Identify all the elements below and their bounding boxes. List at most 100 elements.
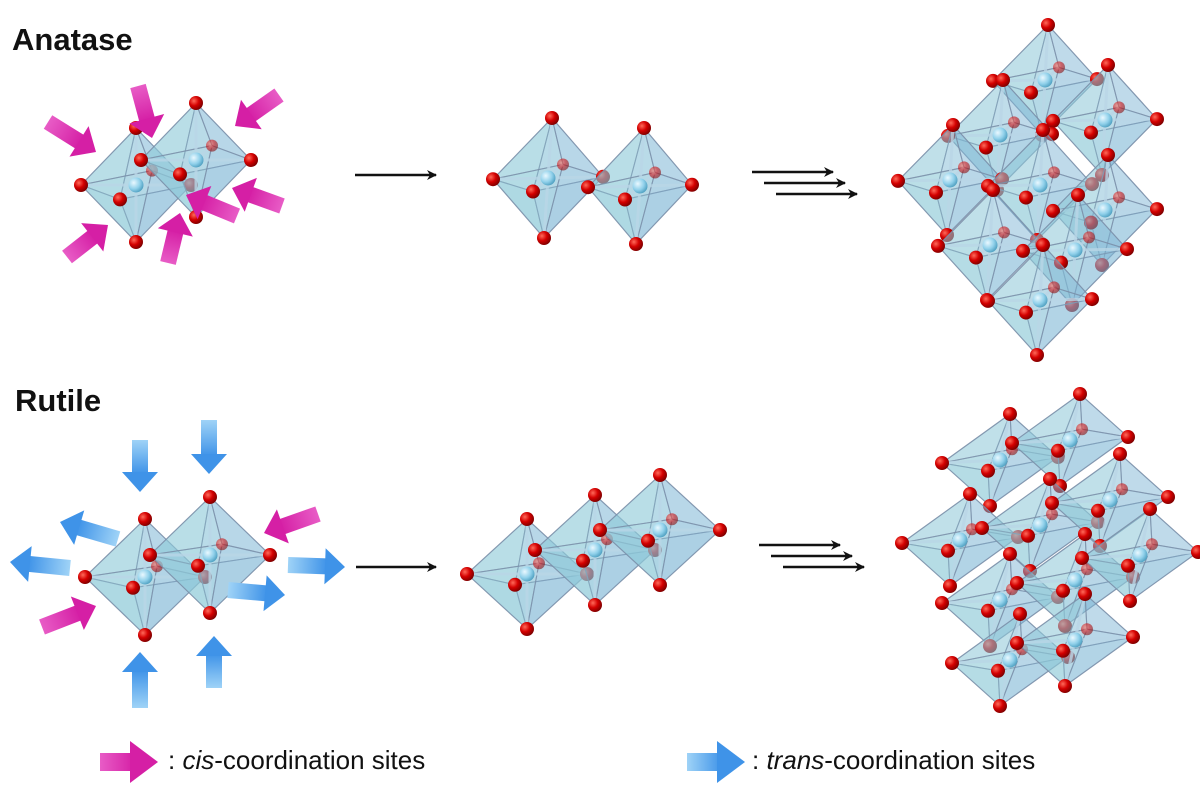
- oxygen-atom-icon: [958, 161, 970, 174]
- oxygen-atom-icon: [946, 118, 960, 132]
- oxygen-atom-icon: [113, 192, 127, 207]
- octahedron-face: [998, 648, 1070, 708]
- oxygen-atom-icon: [1150, 112, 1164, 127]
- oxygen-atom-icon: [1095, 258, 1109, 272]
- oxygen-atom-icon: [173, 167, 187, 182]
- ti-o-bond: [1100, 209, 1107, 266]
- octahedron-face: [988, 448, 1060, 508]
- trans-arrow-icon: [122, 440, 158, 492]
- oxygen-atom-icon: [1084, 125, 1098, 140]
- ti-o-bond: [998, 413, 1012, 461]
- oxygen-atom-icon: [1053, 479, 1067, 493]
- ti-o-bond: [1058, 439, 1072, 487]
- oxygen-atom-icon: [545, 111, 559, 125]
- oxygen-atom-icon: [1121, 430, 1135, 444]
- oxygen-atom-icon: [931, 238, 945, 253]
- rutile-title: Rutile: [15, 383, 102, 418]
- oxygen-atom-icon: [1081, 563, 1093, 576]
- ti-o-bond: [1028, 524, 1042, 572]
- ti-o-bond: [1043, 24, 1050, 81]
- oxygen-atom-icon: [126, 580, 140, 595]
- ti-o-bond: [999, 595, 1059, 602]
- oxygen-atom-icon: [941, 543, 955, 558]
- ti-o-bond: [1063, 639, 1077, 687]
- ti-o-bond: [1103, 64, 1110, 121]
- oxygen-atom-icon: [576, 553, 590, 568]
- oxygen-atom-icon: [963, 487, 977, 501]
- oxygen-atom-icon: [74, 178, 88, 192]
- ti-o-bond: [1128, 554, 1142, 602]
- oxygen-atom-icon: [1024, 85, 1038, 100]
- oxygen-atom-icon: [1071, 188, 1085, 202]
- anatase-monomer-pair: [43, 83, 285, 265]
- octahedron-face: [659, 518, 722, 587]
- titanium-atom-icon: [1067, 242, 1083, 258]
- ti-o-bond: [945, 179, 952, 236]
- oxygen-atom-icon: [1085, 292, 1099, 307]
- oxygen-atom-icon: [1121, 558, 1135, 573]
- ti-o-bond: [1038, 244, 1045, 301]
- titanium-atom-icon: [632, 178, 648, 194]
- ti-o-bond: [1098, 499, 1112, 547]
- ti-o-bond: [1139, 550, 1199, 557]
- oxygen-atom-icon: [1058, 619, 1072, 633]
- oxygen-atom-icon: [526, 184, 540, 199]
- oxygen-atom-icon: [203, 606, 217, 620]
- ti-o-bond: [1039, 297, 1093, 302]
- titanium-atom-icon: [952, 532, 968, 548]
- oxygen-atom-icon: [203, 490, 217, 504]
- trans-arrow-icon: [191, 420, 227, 474]
- ti-o-bond: [988, 599, 1002, 647]
- titanium-atom-icon: [982, 237, 998, 253]
- oxygen-atom-icon: [986, 73, 1000, 88]
- oxygen-atom-icon: [618, 192, 632, 207]
- oxygen-atom-icon: [986, 183, 1000, 197]
- oxygen-atom-icon: [935, 456, 949, 470]
- oxygen-atom-icon: [1101, 148, 1115, 162]
- ti-o-bond: [1039, 520, 1099, 527]
- oxygen-atom-icon: [596, 169, 610, 184]
- oxygen-atom-icon: [1191, 545, 1200, 559]
- cis-arrow-icon: [100, 741, 158, 783]
- ti-o-bond: [1138, 508, 1152, 556]
- oxygen-atom-icon: [649, 166, 661, 179]
- oxygen-atom-icon: [1005, 436, 1019, 450]
- oxygen-atom-icon: [975, 521, 989, 535]
- titanium-atom-icon: [1032, 177, 1048, 193]
- oxygen-atom-icon: [528, 543, 542, 557]
- cis-arrow-icon: [232, 177, 285, 214]
- oxygen-atom-icon: [1013, 607, 1027, 621]
- ti-o-bond: [1052, 118, 1106, 123]
- oxygen-atom-icon: [1084, 215, 1098, 230]
- oxygen-atom-icon: [929, 185, 943, 200]
- oxygen-atom-icon: [1083, 231, 1095, 244]
- oxygen-atom-icon: [653, 468, 667, 482]
- coordination-site-arrows: [9, 420, 345, 708]
- ti-o-bond: [1070, 249, 1077, 306]
- oxygen-atom-icon: [216, 538, 228, 551]
- oxygen-atom-icon: [1054, 255, 1068, 270]
- titanium-atom-icon: [1132, 547, 1148, 563]
- multi-arrow-icon: [752, 167, 858, 199]
- oxygen-atom-icon: [1036, 238, 1050, 252]
- oxygen-atom-icon: [1010, 636, 1024, 650]
- oxygen-atom-icon: [940, 228, 954, 242]
- ti-o-bond: [937, 243, 991, 248]
- trans-arrow-icon: [9, 546, 71, 582]
- oxygen-atom-icon: [1046, 203, 1060, 218]
- ti-o-bond: [1074, 635, 1134, 642]
- oxygen-atom-icon: [588, 488, 602, 502]
- ti-o-bond: [1038, 129, 1045, 186]
- titanium-atom-icon: [992, 592, 1008, 608]
- oxygen-atom-icon: [945, 656, 959, 670]
- rutile-chain: [460, 468, 727, 636]
- titanium-atom-icon: [1032, 292, 1048, 308]
- ti-o-bond: [1074, 575, 1134, 582]
- oxygen-atom-icon: [143, 548, 157, 562]
- oxygen-atom-icon: [1113, 101, 1125, 114]
- oxygen-atom-icon: [713, 523, 727, 537]
- ti-o-bond: [492, 176, 549, 181]
- cis-site-arrows: [43, 83, 285, 265]
- ti-o-bond: [1063, 579, 1077, 627]
- oxygen-atom-icon: [1021, 528, 1035, 543]
